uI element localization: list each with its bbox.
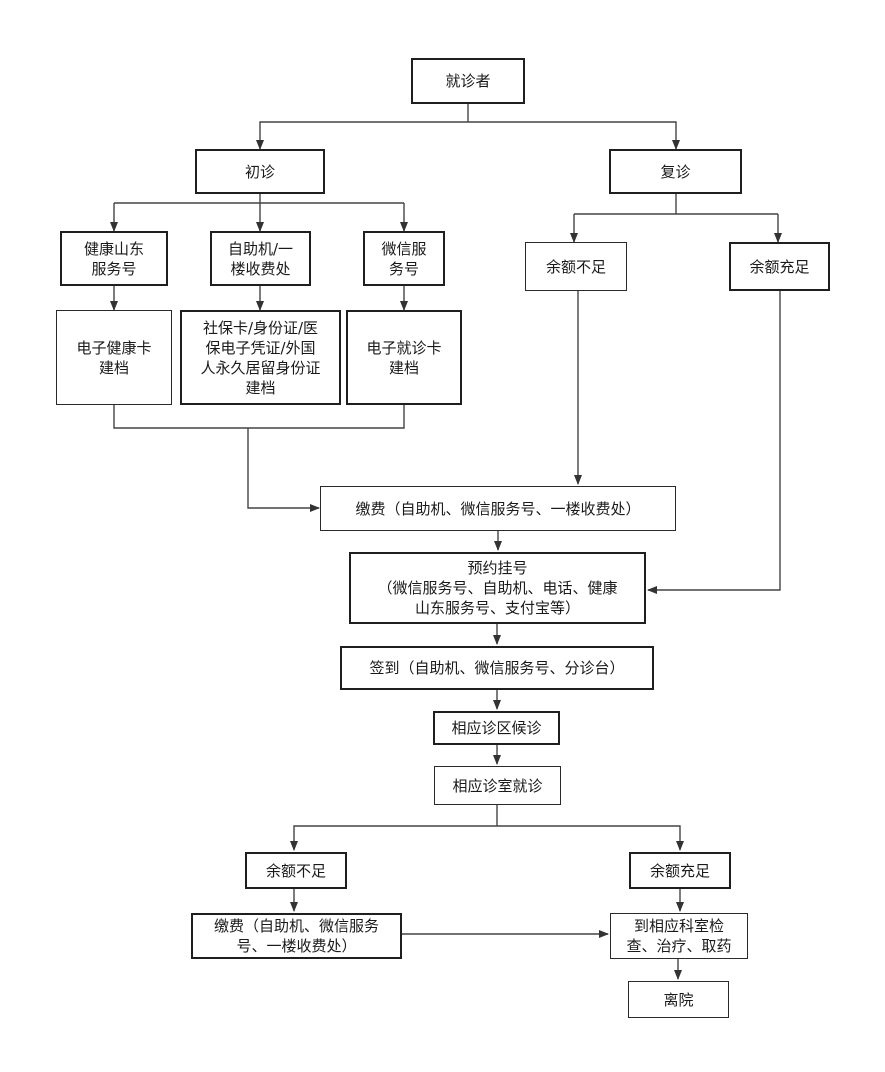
edge-patient-to-first	[256, 121, 468, 150]
node-end-sufficient-label: 余额充足	[649, 861, 710, 880]
edge-archives-merge	[113, 405, 405, 429]
edge-consult-to-insufficient	[290, 825, 497, 851]
node-return-visit-label: 复诊	[660, 162, 691, 181]
node-wechat: 微信服 务号	[363, 231, 445, 286]
node-end-insufficient: 余额不足	[245, 852, 347, 889]
node-appointment-label: 预约挂号 （微信服务号、自助机、电话、健康 山东服务号、支付宝等）	[377, 559, 618, 617]
node-checkin-label: 签到（自助机、微信服务号、分诊台）	[369, 659, 625, 677]
node-appointment: 预约挂号 （微信服务号、自助机、电话、健康 山东服务号、支付宝等）	[349, 552, 646, 624]
node-health-shandong-label: 健康山东 服务号	[83, 239, 144, 278]
node-end-insufficient-label: 余额不足	[265, 861, 326, 880]
node-consult-label: 相应诊室就诊	[452, 776, 543, 795]
node-rv-insufficient-label: 余额不足	[545, 257, 606, 276]
edge-sufficient-to-appointment	[647, 291, 781, 594]
node-payment2: 缴费（自助机、微信服务 号、一楼收费处）	[191, 913, 402, 959]
node-rv-sufficient-label: 余额充足	[749, 257, 810, 276]
node-e-health-card-label: 电子健康卡 建档	[76, 338, 152, 377]
edge-archives-to-payment	[247, 428, 320, 512]
edge-consult-to-sufficient	[497, 825, 684, 851]
node-first-visit-label: 初诊	[244, 162, 275, 181]
edge-patient-to-return	[468, 121, 680, 150]
node-exam: 到相应科室检 查、治疗、取药	[610, 913, 748, 959]
node-e-visit-card-label: 电子就诊卡 建档	[366, 338, 442, 377]
node-e-health-card: 电子健康卡 建档	[56, 310, 172, 405]
node-health-shandong: 健康山东 服务号	[60, 231, 168, 286]
node-id-docs-label: 社保卡/身份证/医 保电子凭证/外国 人永久居留身份证 建档	[200, 318, 321, 397]
node-patient: 就诊者	[411, 58, 525, 104]
node-payment-label: 缴费（自助机、微信服务号、一楼收费处）	[355, 499, 641, 518]
node-self-service: 自助机/一 楼收费处	[210, 231, 311, 286]
node-exam-label: 到相应科室检 查、治疗、取药	[626, 917, 732, 955]
node-wechat-label: 微信服 务号	[381, 239, 427, 278]
node-first-visit: 初诊	[195, 149, 325, 194]
node-rv-sufficient: 余额充足	[729, 242, 830, 291]
node-return-visit: 复诊	[609, 149, 742, 194]
node-leave-label: 离院	[663, 990, 694, 1009]
node-e-visit-card: 电子就诊卡 建档	[346, 310, 462, 405]
node-self-service-label: 自助机/一 楼收费处	[227, 239, 294, 278]
node-waiting: 相应诊区候诊	[433, 711, 560, 745]
node-payment: 缴费（自助机、微信服务号、一楼收费处）	[320, 486, 676, 531]
node-consult: 相应诊室就诊	[434, 766, 561, 805]
node-patient-label: 就诊者	[445, 72, 491, 90]
node-checkin: 签到（自助机、微信服务号、分诊台）	[340, 646, 654, 690]
node-id-docs: 社保卡/身份证/医 保电子凭证/外国 人永久居留身份证 建档	[180, 310, 341, 405]
node-rv-insufficient: 余额不足	[525, 242, 627, 291]
node-payment2-label: 缴费（自助机、微信服务 号、一楼收费处）	[213, 917, 379, 955]
node-end-sufficient: 余额充足	[629, 852, 731, 889]
node-waiting-label: 相应诊区候诊	[451, 719, 542, 737]
node-leave: 离院	[628, 981, 729, 1018]
